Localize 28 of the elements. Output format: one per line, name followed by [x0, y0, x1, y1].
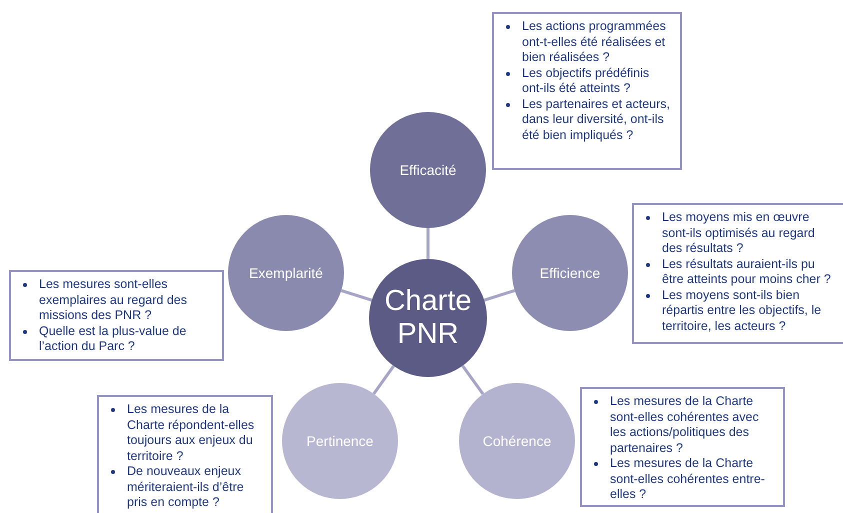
question-box — [9, 270, 224, 361]
bullet-question: Les partenaires et acteurs, dans leur diversité, ont-ils été bien impliqués ? — [522, 96, 670, 142]
connector-line — [426, 228, 430, 259]
bullet-question: Les mesures de la Charte sont-elles cohérentes entre-elles ? — [610, 456, 765, 501]
bullet-question: Les objectifs prédéfinis ont-ils été atteints ? — [522, 66, 650, 95]
bullet-question: Quelle est la plus-value de l’action du Parc ? — [39, 324, 186, 353]
question-box — [632, 203, 843, 344]
bullet-question: Les mesures sont-elles exemplaires au regard des missions des PNR ? — [39, 277, 187, 322]
bullet-question: Les actions programmées ont-t-elles été réalisées et bien réalisées ? — [522, 19, 666, 64]
question-box — [492, 12, 682, 170]
circle-label: Exemplarité — [249, 264, 323, 282]
circle-label: Efficacité — [400, 162, 456, 178]
connector-line — [484, 289, 516, 302]
bullet-question: Les résultats auraient-ils pu être atteints pour moins cher ? — [662, 256, 831, 286]
connector-line — [340, 289, 372, 302]
bullet-question: Les moyens sont-ils bien répartis entre les objectifs, le territoire, les acteurs ? — [662, 288, 822, 332]
circle-label: Pertinence — [306, 432, 374, 450]
bullet-question: Les mesures de la Charte sont-elles cohérentes avec les actions/politiques des partenaires ? — [610, 394, 759, 454]
circle-label: Cohérence — [482, 432, 552, 450]
question-box — [580, 387, 785, 507]
circle-label: Charte PNR — [383, 284, 473, 352]
bullet-question: Les mesures de la Charte répondent-elles toujours aux enjeux du territoire ? — [127, 402, 254, 462]
question-box — [97, 395, 273, 513]
bullet-question: Les moyens mis en œuvre sont-ils optimisés au regard des résultats ? — [662, 210, 815, 255]
connector-line — [461, 364, 484, 395]
bullet-question: De nouveaux enjeux mériteraient-ils d’être pris en compte ? — [127, 464, 244, 509]
connector-line — [372, 365, 395, 395]
circle-label: Efficience — [540, 264, 600, 282]
